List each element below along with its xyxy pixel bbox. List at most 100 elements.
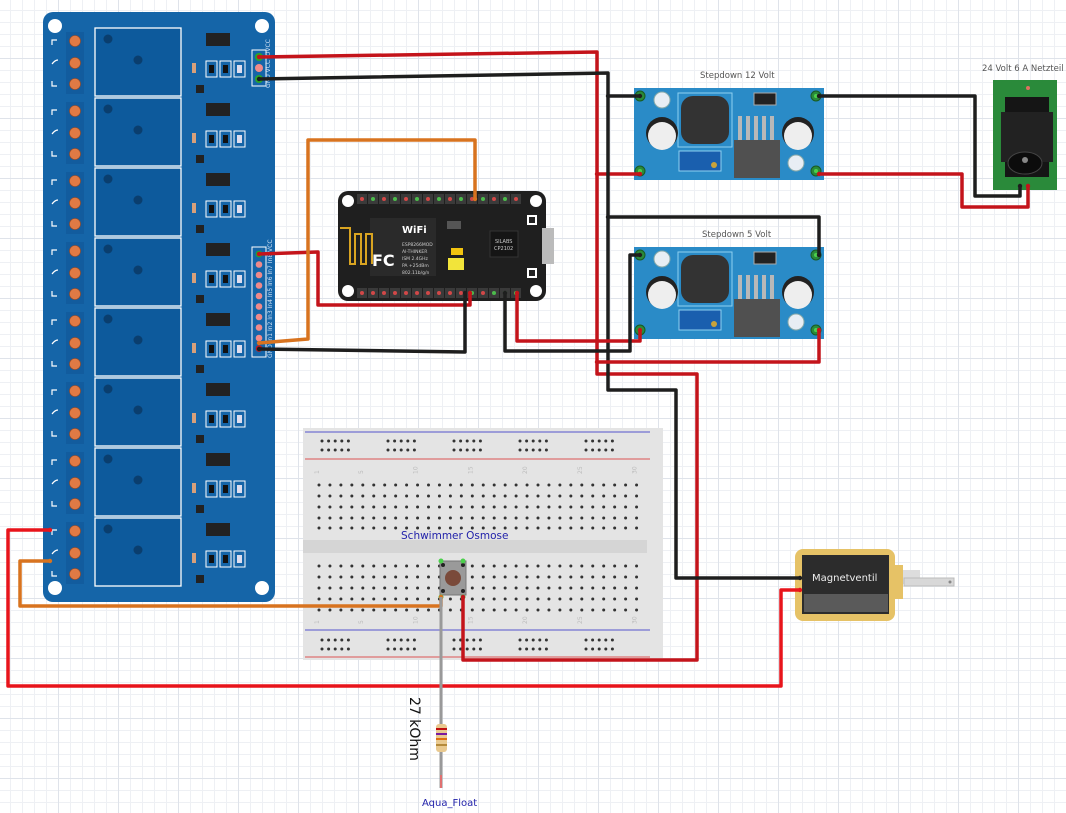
relay-input-pin: [255, 334, 263, 342]
breadboard-hole: [514, 483, 518, 487]
breadboard-hole: [514, 575, 518, 579]
breadboard-hole: [624, 494, 628, 498]
breadboard-hole: [514, 516, 518, 520]
esp-bottom-pin: [481, 291, 485, 295]
breadboard-hole: [525, 448, 529, 452]
breadboard-hole: [624, 597, 628, 601]
power-supply-jack[interactable]: [993, 80, 1057, 190]
breadboard-hole: [518, 638, 522, 642]
stepdown-12v-module[interactable]: [634, 88, 824, 180]
breadboard-hole: [602, 575, 606, 579]
breadboard-hole: [580, 586, 584, 590]
breadboard-hole: [339, 483, 343, 487]
breadboard-hole: [427, 575, 430, 579]
breadboard-hole: [544, 638, 548, 642]
breadboard-hole: [525, 494, 529, 498]
breadboard-hole: [452, 638, 456, 642]
esp8266-nodemcu[interactable]: WiFi FC ESP8266MOD AI-THINKER ISM 2.4GHz…: [338, 191, 554, 301]
breadboard-hole: [569, 505, 573, 509]
breadboard-hole: [503, 483, 507, 487]
breadboard-hole: [328, 494, 332, 498]
breadboard-hole: [350, 505, 354, 509]
breadboard-hole: [459, 448, 463, 452]
relay-board[interactable]: GND VCC JDVCC GND In1 In2 In3 In4 In5 In…: [43, 12, 275, 602]
breadboard-hole: [604, 439, 608, 443]
terminal-screw: [69, 525, 81, 537]
breadboard-hole: [448, 483, 452, 487]
breadboard-hole: [536, 516, 540, 520]
breadboard-hole: [383, 564, 387, 568]
breadboard-hole: [547, 575, 551, 579]
breadboard-hole: [465, 448, 469, 452]
breadboard-hole: [394, 608, 398, 612]
relay-channel: [51, 167, 246, 237]
terminal-screw: [69, 78, 81, 90]
breadboard-hole: [472, 647, 476, 651]
breadboard-hole: [584, 439, 588, 443]
breadboard-hole: [472, 448, 476, 452]
resistor-smd: [192, 133, 196, 143]
breadboard-hole: [459, 505, 463, 509]
breadboard-column-number: 25: [577, 616, 584, 624]
breadboard-hole: [320, 647, 324, 651]
wire-esp-d6-relay-in1: [257, 138, 477, 345]
breadboard-hole: [613, 608, 617, 612]
breadboard-hole: [525, 647, 529, 651]
breadboard-hole: [635, 505, 639, 509]
resistor-smd: [192, 343, 196, 353]
breadboard-hole: [405, 505, 409, 509]
breadboard-hole: [465, 647, 469, 651]
wire-esp-gnd-relay: [257, 291, 467, 354]
breadboard-hole: [604, 638, 608, 642]
breadboard-hole: [610, 439, 614, 443]
breadboard-hole: [406, 638, 410, 642]
breadboard-column-number: 30: [632, 466, 639, 474]
breadboard-hole: [536, 608, 540, 612]
breadboard-hole: [437, 505, 441, 509]
breadboard-hole: [613, 597, 617, 601]
optocoupler: [206, 383, 230, 396]
breadboard-hole: [470, 597, 474, 601]
breadboard-hole: [406, 647, 410, 651]
breadboard-hole: [481, 526, 485, 530]
wire-5v-in-plus: [595, 328, 821, 364]
breadboard-hole: [427, 564, 430, 568]
breadboard-hole: [547, 505, 551, 509]
terminal-screw: [69, 315, 81, 327]
breadboard-hole: [624, 586, 628, 590]
breadboard-hole: [470, 516, 474, 520]
optocoupler: [206, 173, 230, 186]
breadboard-hole: [394, 516, 398, 520]
resistor-smd: [192, 413, 196, 423]
terminal-screw: [69, 35, 81, 47]
breadboard-hole: [547, 586, 551, 590]
breadboard-hole: [361, 526, 365, 530]
esp-top-pin: [503, 197, 507, 201]
stepdown-5v-module[interactable]: [634, 247, 824, 339]
breadboard-hole: [350, 483, 354, 487]
breadboard-hole: [339, 526, 343, 530]
float-switch-button[interactable]: [438, 558, 467, 600]
breadboard-hole: [613, 516, 617, 520]
esp-bottom-pin: [360, 291, 364, 295]
breadboard-hole: [317, 494, 321, 498]
magnetventil-solenoid[interactable]: [795, 549, 955, 621]
breadboard-hole: [405, 483, 409, 487]
breadboard-hole: [492, 494, 496, 498]
esp-bottom-pin: [459, 291, 463, 295]
terminal-screw: [69, 175, 81, 187]
breadboard-hole: [536, 505, 540, 509]
breadboard-hole: [635, 575, 639, 579]
breadboard-hole: [536, 597, 540, 601]
breadboard-hole: [448, 505, 452, 509]
resistor-27k[interactable]: [436, 597, 447, 788]
breadboard-hole: [470, 608, 474, 612]
breadboard-hole: [405, 597, 409, 601]
terminal-screw: [69, 218, 81, 230]
breadboard-hole: [492, 505, 496, 509]
breadboard-hole: [602, 597, 606, 601]
breadboard-hole: [547, 483, 551, 487]
breadboard-hole: [602, 586, 606, 590]
